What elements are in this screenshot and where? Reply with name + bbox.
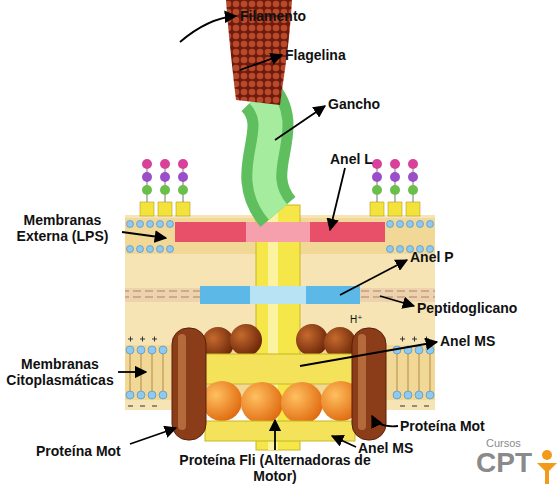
part-label: Anel MS <box>358 440 448 456</box>
mot-highlight <box>178 334 186 430</box>
part-label: Anel P <box>410 249 500 265</box>
part-label: Membranas Externa (LPS) <box>0 212 125 244</box>
part-label: H⁺ <box>350 312 380 328</box>
part-label: Anel L <box>330 151 420 167</box>
part-label: Proteína Fli (Alternadoras de Motor) <box>175 452 375 484</box>
watermark-logo <box>537 450 557 484</box>
ms-ring-lower <box>205 421 355 441</box>
l-ring-center <box>246 222 310 242</box>
p-ring-center <box>250 286 306 304</box>
part-label: Proteína Mot <box>36 443 146 459</box>
part-label: Filamento <box>240 8 350 24</box>
part-label: Peptidoglicano <box>417 300 557 316</box>
p-ring <box>200 286 360 304</box>
part-label: Flagelina <box>285 47 395 63</box>
mot-protein <box>172 328 206 440</box>
mot-protein <box>352 328 386 440</box>
part-label: Proteína Mot <box>400 418 510 434</box>
leader-lines <box>118 16 437 450</box>
part-label: Anel MS <box>440 333 550 349</box>
mot-highlight <box>358 334 366 430</box>
part-label: Membranas Citoplasmáticas <box>0 356 120 388</box>
hook <box>258 95 278 212</box>
part-label: Gancho <box>328 96 438 112</box>
watermark: CPT <box>476 448 546 478</box>
l-ring <box>175 222 385 242</box>
hook-highlight <box>258 95 278 212</box>
fli-proteins <box>202 381 361 424</box>
